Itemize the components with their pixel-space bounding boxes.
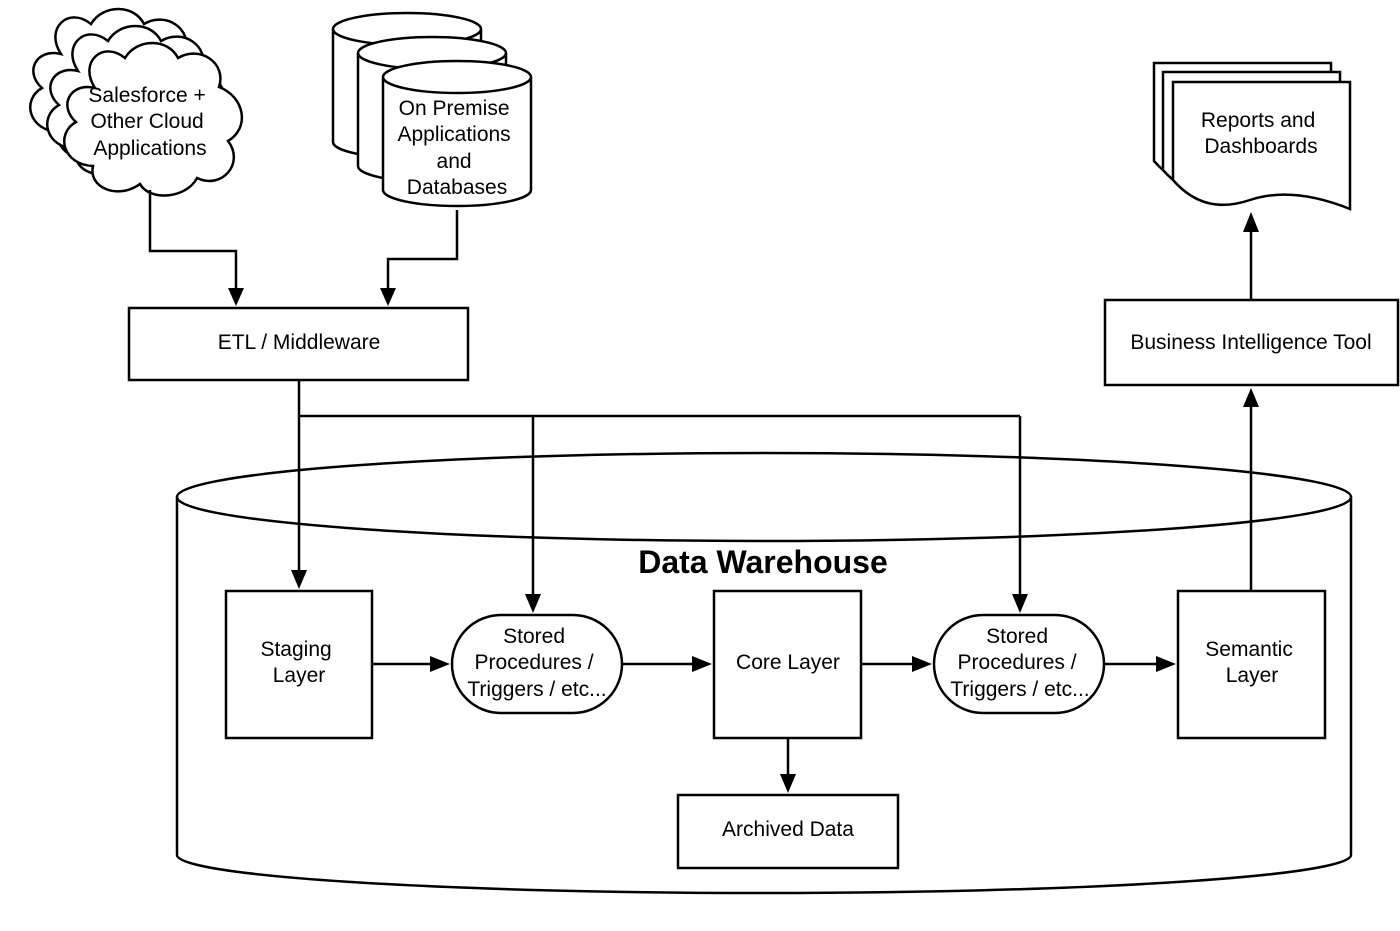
cloud-front [63, 41, 244, 197]
data-warehouse-title: Data Warehouse [638, 544, 888, 580]
etl-box [127, 306, 470, 382]
edge-etl-to-stored-procedures-1 [299, 414, 1020, 613]
semantic-layer-box [1176, 589, 1327, 740]
cloud-sources [29, 7, 244, 197]
cloud-sources-label: Salesforce + Other Cloud Applications [88, 84, 211, 160]
bi-tool-box [1103, 298, 1400, 387]
edge-core-to-archived-data [780, 738, 796, 793]
edge-staging-to-stored-procedures-1 [372, 656, 450, 672]
stored-procedures-2-label: Stored Procedures / Triggers / etc... [950, 625, 1089, 701]
bi-tool-label: Business Intelligence Tool [1130, 331, 1371, 354]
edge-etl-to-staging [291, 380, 307, 589]
staging-layer-label: Staging Layer [260, 638, 337, 687]
reports-label: Reports and Dashboards [1201, 109, 1321, 158]
edge-bi-tool-to-reports [1243, 212, 1259, 300]
edge-stored-procedures-1-to-core [622, 656, 712, 672]
onprem-sources-label: On Premise Applications and Databases [397, 97, 516, 199]
edge-onprem-to-etl [380, 210, 459, 306]
edge-stored-procedures-2-to-semantic [1104, 656, 1176, 672]
database-front [381, 59, 533, 208]
etl-label: ETL / Middleware [218, 331, 381, 354]
archived-data-box [676, 793, 900, 870]
core-layer-label: Core Layer [736, 651, 840, 674]
semantic-layer-label: Semantic Layer [1205, 638, 1298, 687]
core-layer-box [712, 589, 863, 740]
edge-cloud-to-etl [148, 190, 244, 306]
reports-documents [1152, 61, 1352, 211]
edge-core-to-stored-procedures-2 [861, 656, 932, 672]
edge-etl-to-stored-procedures-2 [1012, 416, 1028, 613]
archived-data-label: Archived Data [722, 818, 854, 841]
staging-layer-box [224, 589, 374, 740]
edge-semantic-to-bi-tool [1243, 388, 1259, 591]
onprem-database-stack [331, 11, 533, 208]
document-front [1171, 80, 1352, 211]
stored-procedures-1-label: Stored Procedures / Triggers / etc... [467, 625, 606, 701]
